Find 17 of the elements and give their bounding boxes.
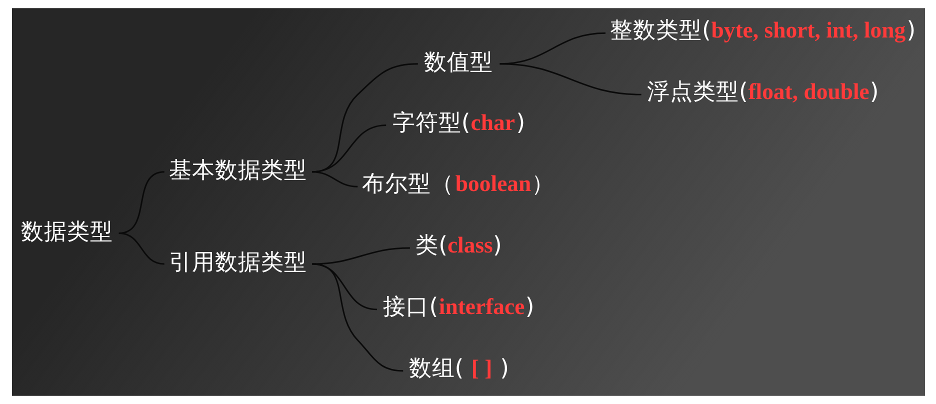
connector [312,247,410,265]
node-text: 数组( [ ] ) [408,355,509,382]
connector [312,263,377,310]
node-text: 布尔型（boolean） [362,171,554,198]
connector [118,232,164,265]
node-text: 字符型(char) [392,110,525,136]
node-text: 接口(interface) [382,294,534,320]
connector [312,263,403,372]
node-text: 浮点类型(float, double) [646,79,878,106]
node-text: 引用数据类型 [168,250,306,276]
connector [312,171,358,188]
node-text: 数据类型 [20,218,113,245]
node-text: 整数类型(byte, short, int, long) [610,18,916,44]
node-text: 类(class) [415,232,502,259]
connector [499,63,641,96]
node-text: 数值型 [424,50,493,76]
node-text: 基本数据类型 [168,158,306,184]
